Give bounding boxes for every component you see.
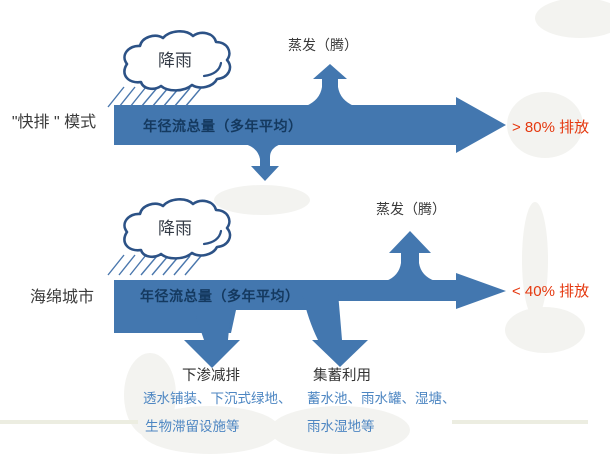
discharge-percentage-label: < 40% 排放 bbox=[512, 283, 589, 300]
watermark-line-left bbox=[0, 420, 138, 424]
evaporation-label: 蒸发（腾） bbox=[376, 201, 446, 217]
runoff-total-label: 年径流总量（多年平均） bbox=[143, 118, 303, 134]
storage-title: 集蓄利用 bbox=[313, 367, 371, 384]
background-watermark bbox=[0, 0, 610, 454]
fast-drain-evaporation-arrow bbox=[306, 64, 354, 106]
fast-drain-small-down-arrow bbox=[245, 144, 281, 181]
rain-label: 降雨 bbox=[158, 51, 192, 70]
storage-desc-line2: 雨水湿地等 bbox=[307, 418, 375, 434]
fast-drain-mode-label: "快排 " 模式 bbox=[12, 113, 96, 131]
watermark-line-right bbox=[452, 420, 588, 424]
infiltration-desc-line2: 生物滞留设施等 bbox=[145, 418, 240, 434]
sponge-city-diagram: 海绵城市 降雨 蒸发（腾） 年径流总量（多年平均） < 40% 排放 下渗减排 … bbox=[30, 198, 589, 434]
infiltration-title: 下渗减排 bbox=[182, 367, 240, 384]
infiltration-branch-arrow bbox=[184, 296, 240, 368]
discharge-percentage-label: > 80% 排放 bbox=[512, 119, 589, 136]
storage-branch-arrow bbox=[302, 293, 368, 367]
sponge-evaporation-arrow bbox=[386, 231, 435, 281]
infiltration-desc-line1: 透水铺装、下沉式绿地、 bbox=[143, 391, 292, 406]
storage-desc-line1: 蓄水池、雨水罐、湿塘、 bbox=[307, 391, 456, 406]
evaporation-label: 蒸发（腾） bbox=[288, 37, 358, 53]
runoff-total-label: 年径流总量（多年平均） bbox=[140, 288, 300, 304]
rain-label: 降雨 bbox=[158, 219, 192, 238]
fast-drain-runoff-arrow bbox=[114, 97, 506, 153]
sponge-city-mode-label: 海绵城市 bbox=[30, 288, 94, 306]
fast-drain-diagram: "快排 " 模式 降雨 蒸发（腾） 年径流总量（多年平均） > 80% 排放 bbox=[12, 30, 589, 181]
